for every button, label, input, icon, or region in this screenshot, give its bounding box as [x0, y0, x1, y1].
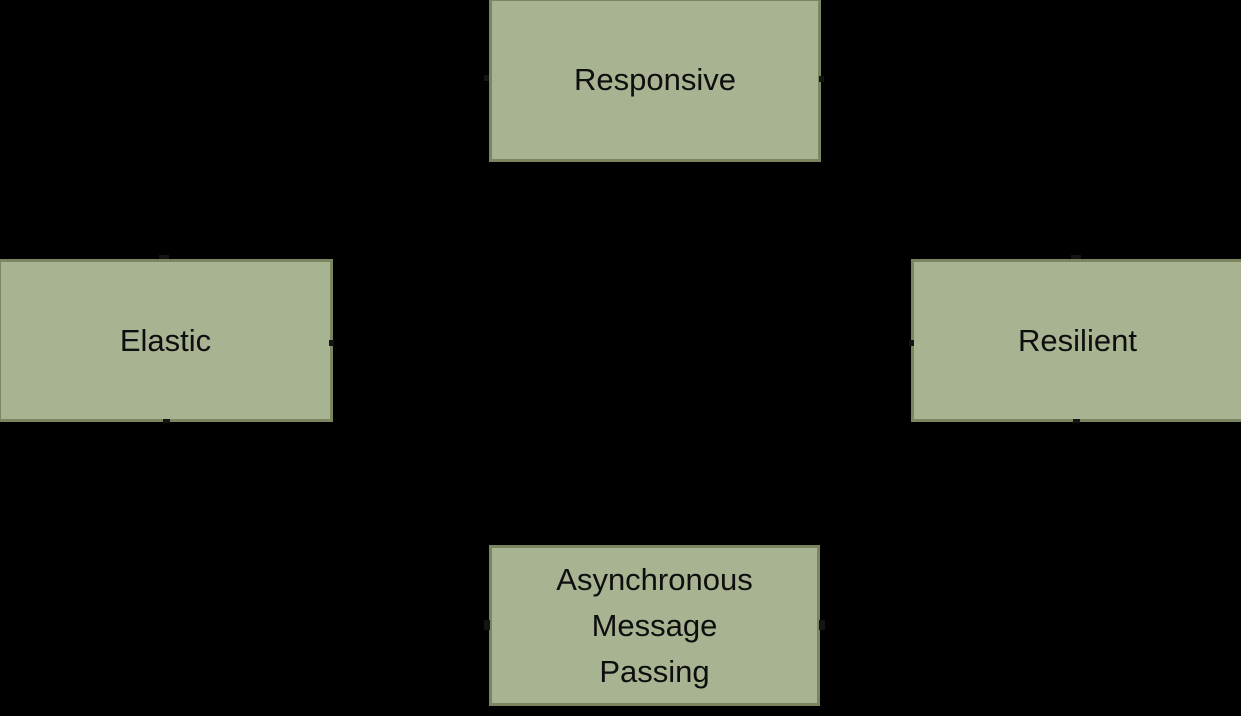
- node-elastic: Elastic: [0, 259, 333, 422]
- node-resilient: Resilient: [911, 259, 1241, 422]
- arrow-tip-elastic-top: [159, 255, 169, 259]
- node-async-label-line-1: Asynchronous: [556, 561, 753, 597]
- node-async-label-line-3: Passing: [599, 653, 710, 689]
- connector-resilient-responsive: [818, 75, 1094, 271]
- node-responsive-label: Responsive: [574, 62, 736, 98]
- arrow-tip-elastic-bottom: [163, 419, 170, 423]
- arrow-tip-async-right: [819, 620, 825, 630]
- arrow-tip-resilient-left: [909, 340, 914, 346]
- arrow-tip-async-left: [484, 620, 490, 630]
- node-responsive: Responsive: [489, 0, 821, 162]
- node-elastic-label: Elastic: [119, 322, 212, 358]
- connector-resilient-async: [819, 407, 1093, 628]
- arrow-tip-resilient-top: [1071, 255, 1081, 259]
- arrow-tip-responsive-right: [819, 76, 824, 82]
- connector-elastic-responsive: [148, 76, 490, 270]
- arrow-tip-elastic-right: [329, 340, 334, 346]
- node-async-label-line-2: Message: [591, 607, 718, 643]
- connector-elastic-async: [148, 408, 490, 628]
- arrow-tip-resilient-bottom: [1073, 419, 1080, 423]
- node-resilient-label: Resilient: [1018, 322, 1137, 358]
- node-async-message-passing: Asynchronous Message Passing: [489, 545, 820, 706]
- arrow-tip-responsive-left: [484, 75, 489, 81]
